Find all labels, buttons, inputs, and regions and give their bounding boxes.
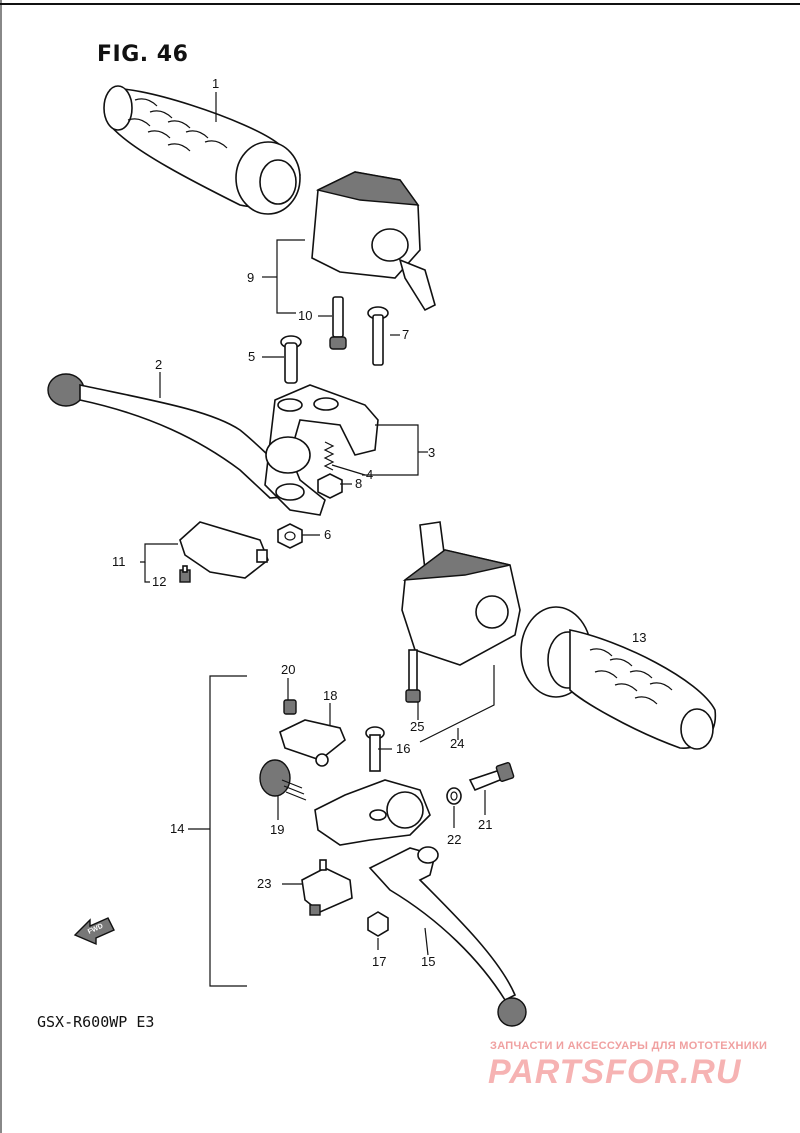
callout-20: 20 xyxy=(281,662,295,677)
callout-16: 16 xyxy=(396,741,410,756)
callout-17: 17 xyxy=(372,954,386,969)
callout-4: 4 xyxy=(366,467,373,482)
figure-title: FIG. 46 xyxy=(97,42,189,67)
adjuster-part-19 xyxy=(259,759,307,801)
callout-13: 13 xyxy=(632,630,646,645)
screw-part-20 xyxy=(283,699,297,715)
nut-part-17 xyxy=(367,911,389,937)
nut-part-8 xyxy=(317,473,343,499)
callout-9: 9 xyxy=(247,270,254,285)
bolt-part-21 xyxy=(468,762,515,792)
right-switch-housing xyxy=(401,521,521,666)
fwd-arrow-icon xyxy=(73,917,115,946)
callout-numbers: 1 2 3 4 5 6 7 8 9 10 11 12 13 14 15 16 1… xyxy=(112,76,646,969)
callout-6: 6 xyxy=(324,527,331,542)
screw-part-25 xyxy=(405,649,421,703)
left-grip xyxy=(103,85,301,215)
pivot-bolt-part-16 xyxy=(365,726,385,772)
callout-1: 1 xyxy=(212,76,219,91)
callout-8: 8 xyxy=(355,476,362,491)
callout-7: 7 xyxy=(402,327,409,342)
right-grip xyxy=(520,606,717,750)
callout-12: 12 xyxy=(152,574,166,589)
nut-part-6 xyxy=(277,523,303,549)
screw-part-7 xyxy=(367,306,389,366)
model-code: GSX-R600WP E3 xyxy=(37,1013,155,1031)
clutch-switch-part-23 xyxy=(301,859,353,916)
screw-part-10 xyxy=(329,296,347,350)
callout-24: 24 xyxy=(450,736,464,751)
callout-10: 10 xyxy=(298,308,312,323)
screw-part-12 xyxy=(179,565,191,583)
leader-lines xyxy=(140,92,495,987)
clutch-bracket xyxy=(314,779,431,846)
callout-18: 18 xyxy=(323,688,337,703)
callout-23: 23 xyxy=(257,876,271,891)
callout-19: 19 xyxy=(270,822,284,837)
pivot-bolt-part-5 xyxy=(280,335,302,384)
callout-15: 15 xyxy=(421,954,435,969)
callout-25: 25 xyxy=(410,719,424,734)
callout-11: 11 xyxy=(112,554,126,569)
callout-2: 2 xyxy=(155,357,162,372)
brake-switch-part-11 xyxy=(179,521,269,579)
bracket-part-18 xyxy=(279,719,346,767)
spring-part-4 xyxy=(323,441,335,471)
washer-part-22 xyxy=(446,787,462,805)
watermark-logo: PARTSFOR.RU xyxy=(488,1053,742,1091)
watermark-tagline: ЗАПЧАСТИ И АКСЕССУАРЫ ДЛЯ МОТОТЕХНИКИ xyxy=(490,1040,768,1052)
callout-22: 22 xyxy=(447,832,461,847)
callout-5: 5 xyxy=(248,349,255,364)
callout-21: 21 xyxy=(478,817,492,832)
clutch-lever xyxy=(368,846,527,1027)
master-cylinder-bracket xyxy=(264,384,379,516)
callout-14: 14 xyxy=(170,821,184,836)
left-switch-housing xyxy=(311,171,436,312)
callout-3: 3 xyxy=(428,445,435,460)
